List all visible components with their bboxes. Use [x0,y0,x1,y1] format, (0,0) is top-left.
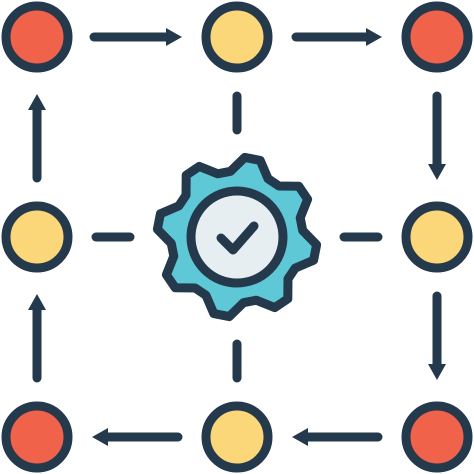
connector-arrows [28,28,446,446]
arrowhead-left-middle-to-top [28,94,46,110]
node-bottom-left [1,401,73,473]
arrowhead-bottom-center-to-left [92,428,108,446]
node-top-right [401,1,473,73]
arrowhead-top-center-to-right [366,28,382,46]
node-middle-left [1,201,73,273]
check-icon [216,221,259,255]
arrowhead-right-top-to-middle [428,164,446,180]
arrowhead-bottom-right-to-center [292,428,308,446]
arrowhead-top-left-to-center [166,28,182,46]
node-bottom-right [401,401,473,473]
node-top-left [1,1,73,73]
gear-icon [152,152,322,322]
arrowhead-left-bottom-to-middle [28,294,46,310]
gear-inner-ring [186,186,288,288]
node-middle-right [401,201,473,273]
arrowhead-right-middle-to-bottom [428,364,446,380]
node-top-center [201,1,273,73]
node-bottom-center [201,401,273,473]
